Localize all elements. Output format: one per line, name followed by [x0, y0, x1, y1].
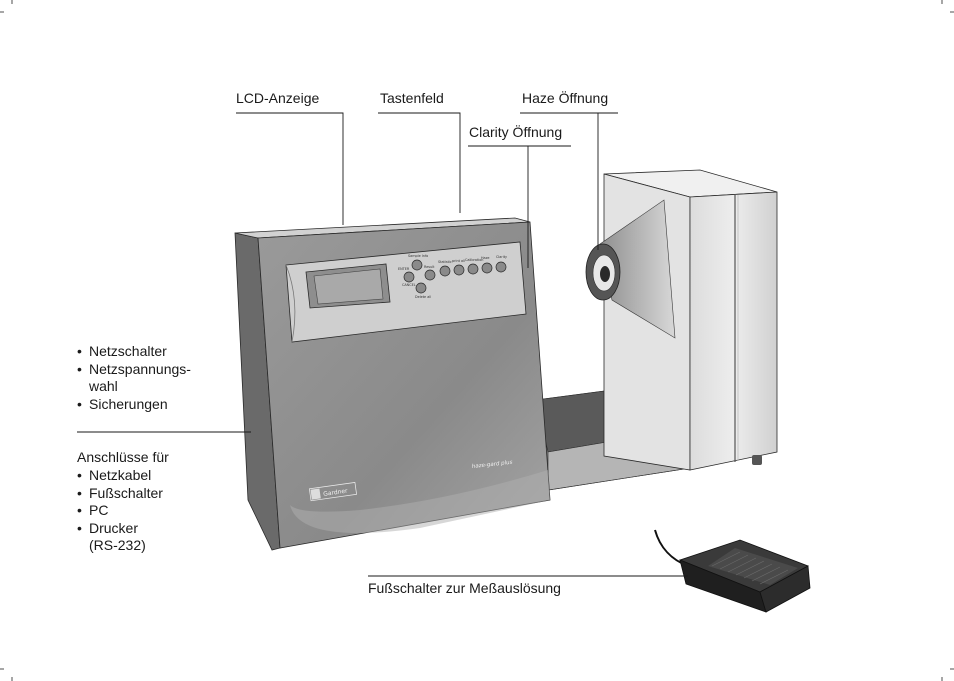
keypad-labels: Sample Info ENTER Result CANCEL Delete a… [398, 254, 507, 299]
label-clarity-opening: Clarity Öffnung [469, 124, 563, 140]
keypad-keys [403, 259, 507, 294]
label-haze-opening: Haze Öffnung [522, 90, 609, 106]
list-item: PC [77, 502, 163, 520]
brand-badge: Gardner [308, 482, 357, 502]
svg-text:ENTER: ENTER [398, 267, 410, 271]
leader-lines [77, 112, 688, 577]
svg-text:print all: print all [452, 259, 465, 263]
label-lcd-display: LCD-Anzeige [236, 90, 320, 106]
list-item: Fußschalter [77, 485, 163, 503]
list-item: Netzspannungs- [77, 361, 191, 379]
label-foot-switch: Fußschalter zur Meßauslösung [368, 580, 561, 596]
list-item: (RS-232) [89, 537, 146, 554]
list-item: wahl [89, 378, 118, 395]
connections-list: Netzkabel Fußschalter PC Drucker (RS-232… [77, 467, 163, 555]
svg-text:Gardner: Gardner [323, 488, 349, 498]
svg-text:Result: Result [424, 265, 435, 269]
foot-switch [654, 529, 811, 613]
svg-text:Delete all: Delete all [415, 295, 431, 299]
main-body: Sample Info ENTER Result CANCEL Delete a… [234, 217, 551, 551]
label-keypad: Tastenfeld [380, 90, 444, 106]
svg-text:Clarity: Clarity [496, 255, 507, 259]
connections-title: Anschlüsse für [77, 449, 169, 465]
svg-text:CANCEL: CANCEL [402, 283, 416, 287]
svg-text:Calibration: Calibration [465, 258, 483, 262]
power-features-list: Netzschalter Netzspannungs- wahl Sicheru… [77, 343, 191, 413]
svg-text:Haze: Haze [481, 256, 490, 260]
list-item: Netzkabel [77, 467, 163, 485]
list-item: Netzschalter [77, 343, 191, 361]
measuring-tower [585, 169, 778, 471]
list-item: Drucker [77, 520, 163, 538]
svg-text:Statistic: Statistic [438, 260, 452, 264]
list-item: Sicherungen [77, 396, 191, 414]
model-name: haze-gard plus [472, 460, 513, 470]
svg-text:Sample Info: Sample Info [408, 254, 428, 258]
